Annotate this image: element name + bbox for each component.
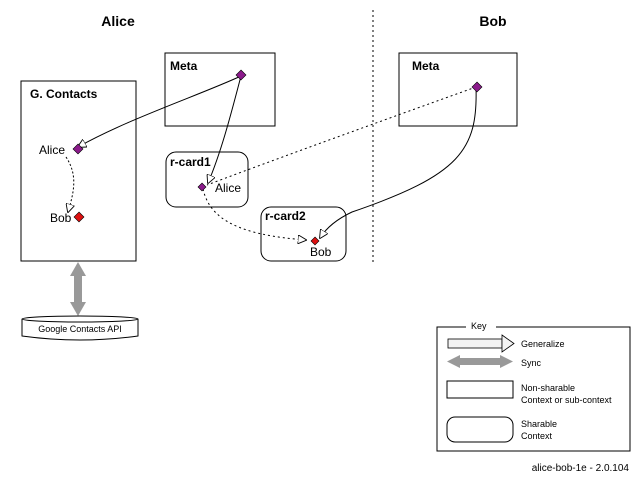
column-title-alice: Alice [101, 13, 135, 29]
key-sharable-box [446, 416, 514, 443]
meta-alice-title: Meta [170, 59, 198, 73]
key-generalize-label: Generalize [521, 339, 565, 349]
gcontacts-bob-label: Bob [50, 211, 72, 225]
meta-alice-box [164, 52, 276, 127]
rcard1-title: r-card1 [170, 155, 211, 169]
api-label: Google Contacts API [38, 324, 122, 334]
rcard2-bob-node [310, 236, 320, 246]
generalize-meta-bob-to-rcard2 [320, 86, 477, 238]
meta-bob-node [471, 81, 483, 93]
sync-arrow-vertical [70, 262, 86, 316]
key-non-sharable-box [446, 380, 514, 399]
dotted-meta-bob-to-rcard1 [206, 86, 477, 186]
meta-bob-title: Meta [412, 59, 440, 73]
key-generalize-arrow [447, 334, 515, 353]
key-non-sharable-line1: Non-sharable [521, 383, 575, 393]
gcontacts-box [20, 80, 137, 262]
gc-bob-node [73, 211, 85, 223]
footer-version: alice-bob-1e - 2.0.104 [532, 463, 630, 474]
rcard2-bob-label: Bob [310, 245, 332, 259]
meta-bob-box [398, 52, 518, 127]
key-sync-arrow [447, 355, 513, 368]
column-title-bob: Bob [479, 13, 506, 29]
meta-alice-node [235, 69, 247, 81]
rcard2-box [260, 206, 347, 262]
rcard1-alice-label: Alice [215, 181, 241, 195]
gcontacts-title: G. Contacts [30, 87, 98, 101]
gcontacts-alice-label: Alice [39, 143, 65, 157]
rcard2-title: r-card2 [265, 209, 306, 223]
dotted-rcard1-to-rcard2 [202, 188, 306, 240]
generalize-meta-to-rcard1 [208, 75, 242, 183]
gc-alice-node [72, 143, 84, 155]
rcard1-alice-node [197, 182, 207, 192]
dotted-gc-alice-to-bob [66, 156, 74, 212]
generalize-meta-to-gc-alice [78, 75, 242, 147]
key-sharable-line2: Context [521, 431, 553, 441]
key-title: Key [471, 321, 487, 331]
key-sharable-line1: Sharable [521, 419, 557, 429]
key-sync-label: Sync [521, 358, 542, 368]
google-contacts-api-cylinder: Google Contacts API [21, 315, 139, 341]
key-non-sharable-line2: Context or sub-context [521, 395, 612, 405]
